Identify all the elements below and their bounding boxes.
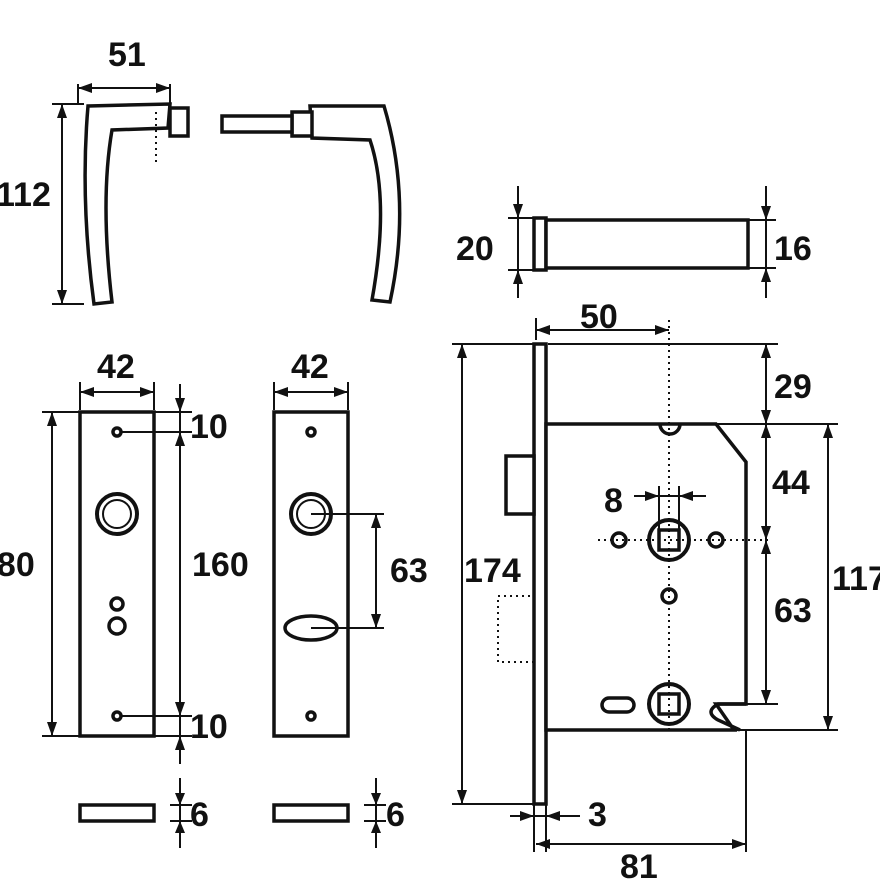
dim-plate-right-width: 42 (291, 348, 329, 386)
dimension-handle-width: 51 (77, 36, 171, 104)
dimension-spindle: 8 (604, 482, 706, 530)
dim-forend: 3 (588, 796, 607, 834)
dim-depth: 81 (620, 848, 658, 880)
dim-lock-to-spindle: 44 (772, 464, 810, 502)
dim-spindle: 8 (604, 482, 623, 520)
escutcheon-plate-left (78, 410, 156, 738)
dimension-handle-height: 112 (0, 103, 84, 305)
dim-latch-outer: 20 (456, 230, 494, 268)
dim-plate-left-thickness: 6 (190, 796, 209, 834)
dimension-latch-inner: 16 (748, 186, 812, 298)
dimension-overall: 174 (452, 343, 534, 805)
dim-lock-centres: 63 (774, 592, 812, 630)
dimension-backset: 50 (535, 298, 669, 340)
dimension-depth: 81 (536, 730, 747, 880)
dim-plate-right-thickness: 6 (386, 796, 405, 834)
dimension-lock-verticals: 29 44 63 117 (548, 343, 880, 731)
dim-plate-left-width: 42 (97, 348, 135, 386)
dimension-plate-right-thickness: 6 (364, 778, 405, 848)
latch-bolt (532, 216, 750, 272)
plate-right-thickness (272, 803, 350, 823)
lock-centre-lines (598, 320, 770, 730)
dim-plate-left-top: 10 (190, 408, 228, 446)
dim-lock-case: 117 (832, 560, 880, 598)
dim-handle-height: 112 (0, 176, 51, 214)
dim-plate-left-inner: 160 (192, 546, 249, 584)
dim-handle-width: 51 (108, 36, 146, 74)
escutcheon-plate-right (272, 410, 350, 738)
dim-plate-left-height: 180 (0, 546, 35, 584)
lever-handle-left (83, 102, 190, 306)
dimension-plate-left-width: 42 (79, 348, 155, 410)
dimension-plate-left-thickness: 6 (170, 778, 209, 848)
dimension-plate-right-spacing: 63 (311, 513, 428, 629)
dim-overall: 174 (464, 552, 521, 590)
dim-backset: 50 (580, 298, 618, 336)
plate-left-thickness (78, 803, 156, 823)
dim-latch-inner: 16 (774, 230, 812, 268)
dim-plate-left-bottom: 10 (190, 708, 228, 746)
dimension-latch-outer: 20 (456, 186, 534, 298)
dim-plate-right-spacing: 63 (390, 552, 428, 590)
lever-handle-right (220, 104, 402, 304)
dimension-plate-left-inner: 10 160 10 (120, 384, 249, 764)
dimension-plate-left-height: 180 (0, 411, 80, 737)
dim-lock-top: 29 (774, 368, 812, 406)
mortice-lock-body (497, 342, 748, 806)
dimension-plate-right-width: 42 (273, 348, 349, 410)
